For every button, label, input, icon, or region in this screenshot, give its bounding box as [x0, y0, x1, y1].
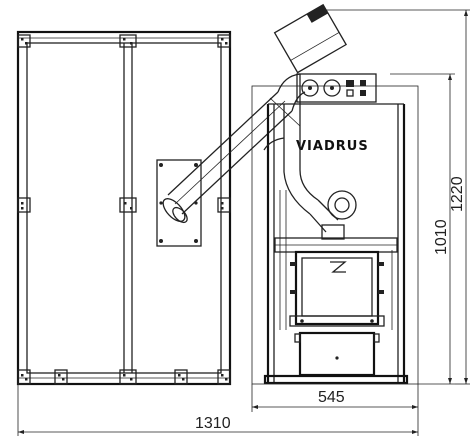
dim-boiler-height: 1010: [433, 219, 450, 255]
brand-label: VIADRUS: [296, 139, 369, 154]
dim-overall-width: 1310: [195, 415, 231, 432]
dim-overall-height: 1220: [449, 176, 466, 212]
pellet-tank: [16, 30, 232, 386]
dim-boiler-width: 545: [318, 389, 345, 406]
dimension-lines: [17, 9, 470, 436]
feeder-motor: [273, 3, 348, 74]
feeder-tube: [162, 3, 348, 224]
boiler-body: VIADRUS: [251, 73, 419, 385]
dimension-labels: 545 1310 1010 1220: [195, 176, 466, 432]
